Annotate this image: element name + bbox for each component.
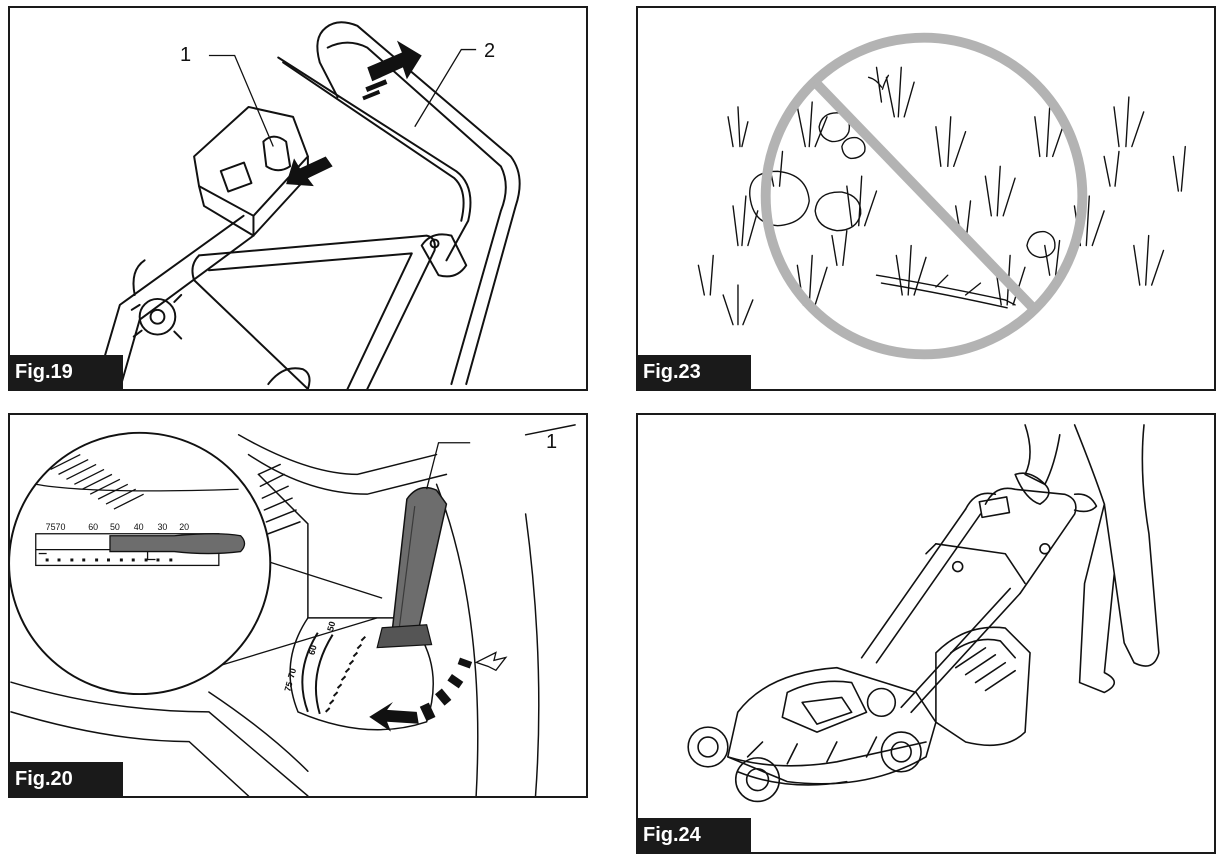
- zoom-scale-75: 75: [46, 522, 56, 532]
- dial-scale-75: 75: [282, 680, 294, 692]
- callout-1: 1: [180, 44, 192, 66]
- dial-scale-70: 70: [286, 667, 298, 679]
- dial-scale-50: 50: [325, 620, 337, 632]
- mowing-illustration: [687, 424, 1160, 803]
- callout-2: 2: [484, 40, 496, 62]
- figure-20-panel: 75 70 60 50: [8, 413, 588, 798]
- figure-label: Fig.19: [10, 355, 123, 389]
- handle-fold-illustration: [94, 21, 521, 389]
- figure-23-panel: Fig.23: [636, 6, 1216, 391]
- figure-19-panel: 1 2 Fig.19: [8, 6, 588, 391]
- zoom-scale-40: 40: [134, 522, 144, 532]
- figure-label: Fig.20: [10, 762, 123, 796]
- cutting-height-illustration: 75 70 60 50: [10, 424, 576, 796]
- zoom-scale-20: 20: [179, 522, 189, 532]
- callout-1: 1: [546, 431, 558, 453]
- figure-label: Fig.23: [638, 355, 751, 389]
- zoom-scale-70: 70: [56, 522, 66, 532]
- zoom-scale-30: 30: [157, 522, 167, 532]
- zoom-scale-50: 50: [110, 522, 120, 532]
- zoom-scale-60: 60: [88, 522, 98, 532]
- figure-24-panel: Fig.24: [636, 413, 1216, 854]
- rough-terrain-illustration: [697, 32, 1186, 360]
- figure-label: Fig.24: [638, 818, 751, 852]
- dial-scale-60: 60: [306, 644, 318, 656]
